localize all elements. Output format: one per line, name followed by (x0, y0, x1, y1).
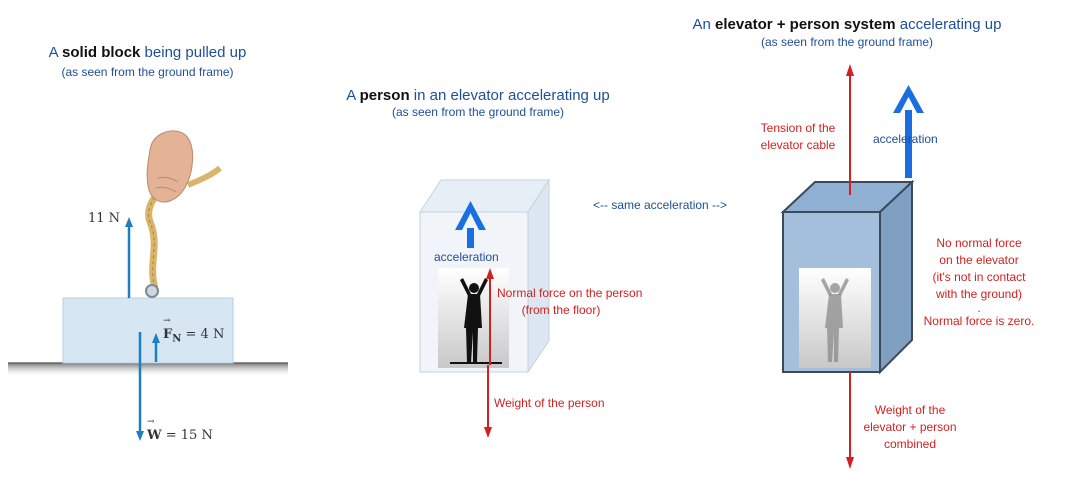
normal-force-label: Normal force on the person(from the floo… (497, 286, 643, 317)
hook-icon (145, 284, 159, 298)
acceleration-arrow-shaft (905, 110, 912, 178)
acceleration-arrow-head (455, 201, 486, 230)
person-silhouette-icon (460, 278, 488, 362)
normal-force-label: FN = 4 N (163, 327, 224, 345)
acceleration-arrow-head (893, 85, 924, 113)
panel1-subtitle: (as seen from the ground frame) (61, 65, 234, 79)
tension-label: 11 N (88, 211, 121, 226)
weight-label: W = 15 N (147, 428, 213, 443)
ground-surface (8, 363, 288, 377)
panel3-illustration (780, 64, 924, 469)
panel2-subtitle: (as seen from the ground frame) (391, 105, 565, 119)
panel1-title: A solid block being pulled up (48, 44, 247, 61)
person-weight-label: Weight of the person (494, 396, 605, 410)
same-acceleration-note: <-- same acceleration --> (593, 198, 728, 212)
panel2-title: A person in an elevator accelerating up (346, 87, 610, 104)
elevator-top-face (419, 179, 550, 213)
panel3-title: An elevator + person system accelerating… (692, 16, 1002, 33)
panel3-acceleration-label: acceleration (873, 132, 938, 146)
panel3-subtitle: (as seen from the ground frame) (760, 35, 934, 49)
acceleration-arrow-shaft (467, 228, 474, 248)
panel1-illustration (8, 130, 288, 441)
solid-block (62, 297, 234, 364)
elevator-side-face (527, 178, 550, 374)
person-silhouette-icon (821, 278, 849, 362)
panel2-acceleration-label: acceleration (434, 250, 499, 264)
elevator-side-face (879, 179, 913, 375)
panel2-illustration (419, 178, 550, 438)
hand-icon (146, 130, 194, 203)
